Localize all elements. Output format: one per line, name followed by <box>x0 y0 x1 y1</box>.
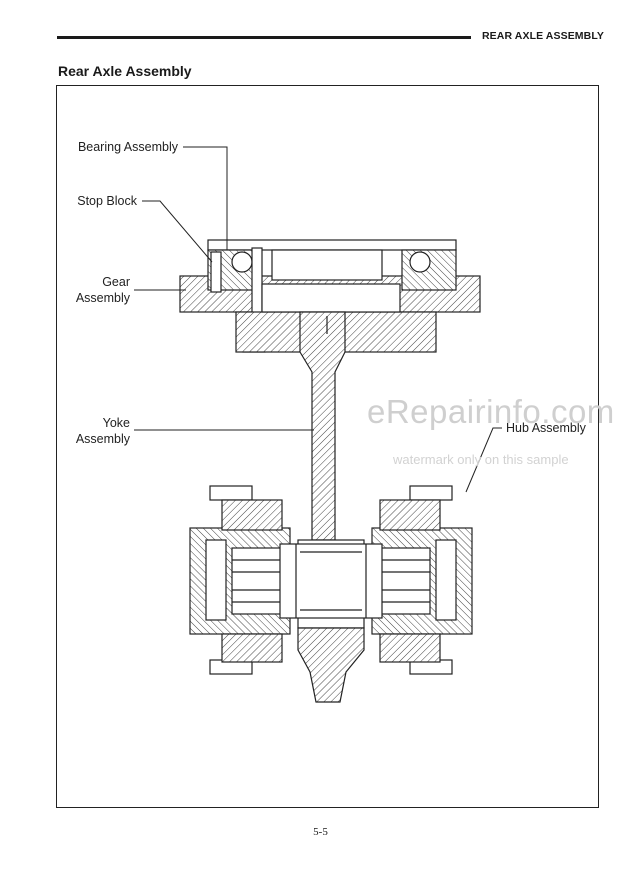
callout-bearing-assembly: Bearing Assembly <box>77 140 178 154</box>
callout-hub-assembly: Hub Assembly <box>506 421 586 435</box>
figure-frame <box>56 85 599 808</box>
leader-bearing-assembly <box>183 146 228 250</box>
page-title: Rear Axle Assembly <box>58 63 192 79</box>
watermark-note: watermark only on this sample <box>393 452 569 467</box>
header-rule <box>57 36 471 39</box>
leader-stop-block <box>142 200 213 263</box>
watermark-brand: eRepairinfo.com <box>367 393 615 430</box>
page-number: 5-5 <box>313 826 328 838</box>
leader-lines <box>134 146 502 493</box>
leader-hub-assembly <box>465 427 502 493</box>
callout-gear-assembly: Gear Assembly <box>75 275 130 305</box>
hub-assembly-right-drawing <box>371 485 473 675</box>
yoke-drawing <box>297 311 365 703</box>
axle-shaft-drawing <box>279 543 383 619</box>
callout-yoke-assembly: Yoke Assembly <box>75 416 130 446</box>
callout-stop-block: Stop Block <box>77 194 137 208</box>
header-section-label: REAR AXLE ASSEMBLY <box>482 30 604 42</box>
hub-assembly-left-drawing <box>189 485 291 675</box>
